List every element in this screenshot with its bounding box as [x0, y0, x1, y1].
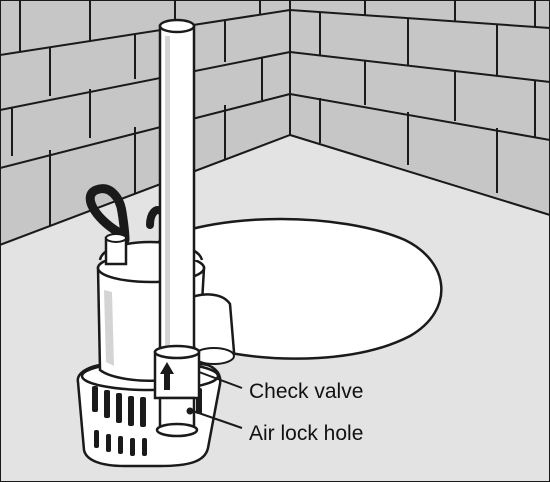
air-lock-hole-leader [192, 410, 243, 429]
pump-strainer-slots [92, 386, 202, 456]
check-valve-leader [198, 371, 243, 389]
back-walls [0, 0, 550, 247]
pipe-top-opening [158, 18, 196, 34]
discharge-pipe [158, 18, 196, 358]
check-valve-top [153, 344, 201, 360]
lower-pipe-coupling [155, 422, 199, 438]
lower-pipe-section [155, 396, 199, 438]
pump-housing-shade [104, 290, 114, 366]
up-arrow-icon [160, 362, 174, 390]
left-wall-brick-joints [0, 0, 291, 226]
right-wall [289, 0, 550, 217]
check-valve-label: Check valve [249, 380, 363, 403]
callouts: Check valve Air lock hole [192, 371, 363, 445]
power-cord [85, 184, 130, 245]
air-lock-hole-label: Air lock hole [249, 422, 363, 445]
right-wall-brick-joints [289, 0, 550, 193]
pipe-shade [165, 36, 170, 350]
cord-gland-top [105, 233, 127, 243]
air-lock-hole [186, 407, 194, 415]
check-valve [153, 344, 201, 400]
